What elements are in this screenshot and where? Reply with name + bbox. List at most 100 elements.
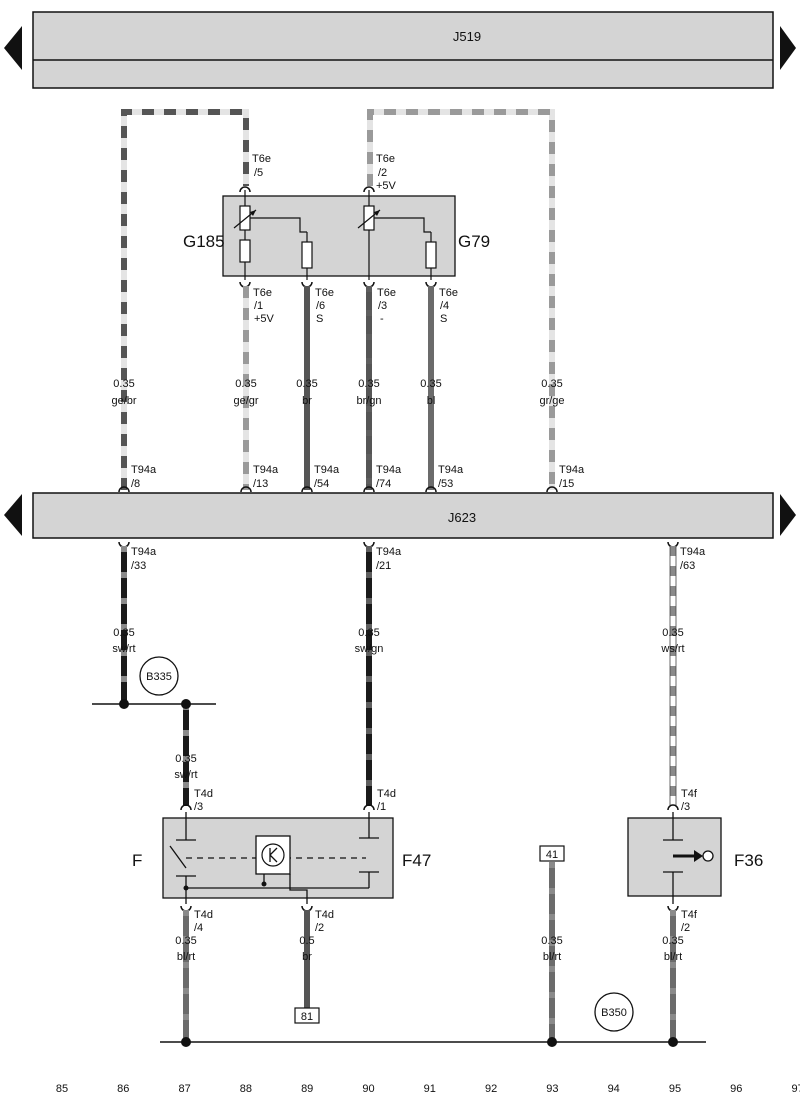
wire-size: 0.35 — [296, 378, 317, 390]
pin-number: /2 — [681, 922, 690, 934]
pin-number: /6 — [316, 300, 325, 312]
pin-name: T94a — [314, 464, 340, 476]
wire-color: gr/ge — [539, 395, 564, 407]
connector-icon — [240, 486, 252, 493]
pin-name: T6e — [253, 287, 272, 299]
pin-note: S — [316, 313, 323, 325]
wire-color: br — [302, 951, 312, 963]
connector-icon — [301, 486, 313, 493]
pin-number: /63 — [680, 560, 695, 572]
wire-gr-ge-loop — [367, 109, 555, 490]
track-number: 88 — [240, 1083, 252, 1095]
track-number: 89 — [301, 1083, 313, 1095]
pin-number: /8 — [131, 478, 140, 490]
wire-size: 0.35 — [420, 378, 441, 390]
pin-note: S — [440, 313, 447, 325]
g79-label: G79 — [458, 232, 490, 251]
pin-name: T6e — [376, 153, 395, 165]
connector-icon — [546, 486, 558, 493]
wire-size: 0.35 — [541, 378, 562, 390]
b350-label: B350 — [601, 1007, 627, 1019]
wire-size: 0.35 — [113, 378, 134, 390]
pin-name: T4d — [194, 909, 213, 921]
g185-label: G185 — [183, 232, 225, 251]
connector-icon — [363, 804, 375, 811]
pin-labels-sensor-bottom: T6e /1 +5V T6e /6 S T6e /3 - T6e /4 S — [253, 287, 458, 325]
pin-number: /3 — [681, 801, 690, 813]
wire-color: sw/gn — [355, 643, 384, 655]
f36-label: F36 — [734, 851, 763, 870]
j623-label: J623 — [448, 510, 476, 525]
timer-relay-icon — [255, 835, 291, 875]
wire-color: bl/rt — [177, 951, 195, 963]
left-arrow-icon — [4, 26, 22, 70]
f47-label: F47 — [402, 851, 431, 870]
sensor-g185-g79: G185 G79 — [183, 186, 490, 288]
pin-number: /1 — [377, 801, 386, 813]
wire-labels-row3: 0.35 bl/rt 0.5 br 0.35 bl/rt 0.35 bl/rt — [175, 935, 683, 963]
switch-contact-icon — [169, 845, 187, 869]
track-number: 96 — [730, 1083, 742, 1095]
wire-size: 0.35 — [662, 627, 683, 639]
pin-note: +5V — [254, 313, 275, 325]
wires-bottom — [160, 862, 706, 1047]
track-number-ruler: 85868788899091929394959697 — [56, 1083, 800, 1095]
wire-size: 0.35 — [541, 935, 562, 947]
wire-color: sw/rt — [174, 769, 197, 781]
ref-41-label: 41 — [546, 849, 558, 861]
wire-size: 0.35 — [662, 935, 683, 947]
track-number: 91 — [424, 1083, 436, 1095]
pin-name: T6e — [439, 287, 458, 299]
wire-color: sw/rt — [112, 643, 135, 655]
track-number: 87 — [178, 1083, 190, 1095]
pin-name: T94a — [680, 546, 706, 558]
junction-dot — [547, 1037, 557, 1047]
b335-label: B335 — [146, 671, 172, 683]
pin-number: /4 — [194, 922, 203, 934]
pin-number: /5 — [254, 167, 263, 179]
track-number: 85 — [56, 1083, 68, 1095]
pin-name: T4f — [681, 788, 698, 800]
connector-icon — [667, 804, 679, 811]
pin-note: - — [380, 313, 384, 325]
j623-bottom-pins: T94a /33 T94a /21 T94a /63 — [118, 541, 706, 572]
j623-top-pins: T94a /8 T94a /13 T94a /54 T94a /74 T94a … — [118, 464, 585, 493]
connector-icon — [425, 486, 437, 493]
left-arrow-icon — [4, 494, 22, 536]
junction-dot — [181, 1037, 191, 1047]
resistor-icon — [239, 239, 251, 263]
ref-81-label: 81 — [301, 1011, 313, 1023]
pin-labels-top: T6e /5 T6e /2 +5V — [252, 153, 397, 192]
control-unit-j623: J623 — [4, 492, 796, 539]
potentiometer-icon — [363, 205, 375, 231]
track-number: 92 — [485, 1083, 497, 1095]
wire-labels-row2: 0.35 sw/rt 0.35 sw/gn 0.35 ws/rt 0.35 sw… — [112, 627, 684, 781]
switch-f-f47: F F47 T4d /3 T4d /1 T4d /4 T — [132, 788, 431, 934]
connector-icon — [239, 186, 251, 193]
junction-dot — [119, 699, 129, 709]
junction-dot — [181, 699, 191, 709]
pin-name: T94a — [438, 464, 464, 476]
wire-color: bl/rt — [664, 951, 682, 963]
j519-bar — [32, 11, 774, 89]
pin-number: /54 — [314, 478, 329, 490]
pin-number: /33 — [131, 560, 146, 572]
wire-size: 0.35 — [358, 627, 379, 639]
pin-name: T4d — [377, 788, 396, 800]
wire-size: 0.35 — [358, 378, 379, 390]
control-unit-j519: J519 — [4, 11, 796, 89]
pin-number: /3 — [194, 801, 203, 813]
wire-color: bl — [427, 395, 436, 407]
wire-size: 0.35 — [175, 935, 196, 947]
j519-label: J519 — [453, 29, 481, 44]
track-number: 90 — [362, 1083, 374, 1095]
wires-sensor-to-j623 — [243, 286, 434, 490]
pin-name: T4d — [315, 909, 334, 921]
pin-name: T6e — [377, 287, 396, 299]
wire-size: 0.35 — [175, 753, 196, 765]
resistor-icon — [425, 241, 437, 269]
pin-number: /4 — [440, 300, 449, 312]
track-number: 93 — [546, 1083, 558, 1095]
track-number: 95 — [669, 1083, 681, 1095]
pin-name: T94a — [376, 464, 402, 476]
